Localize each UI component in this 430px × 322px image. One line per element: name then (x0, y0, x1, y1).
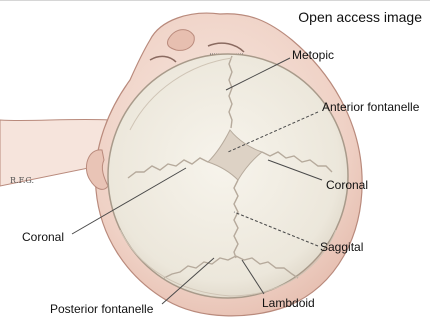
label-coronal-left: Coronal (22, 230, 64, 244)
label-lambdoid: Lambdoid (262, 296, 315, 310)
label-posterior-fontanelle: Posterior fontanelle (50, 302, 153, 316)
artist-initials: R.F.G. (10, 176, 34, 185)
label-metopic: Metopic (292, 48, 334, 62)
open-access-badge: Open access image (296, 9, 424, 25)
label-anterior-fontanelle: Anterior fontanelle (322, 100, 419, 114)
label-coronal-right: Coronal (326, 178, 368, 192)
label-saggital: Saggital (320, 240, 363, 254)
